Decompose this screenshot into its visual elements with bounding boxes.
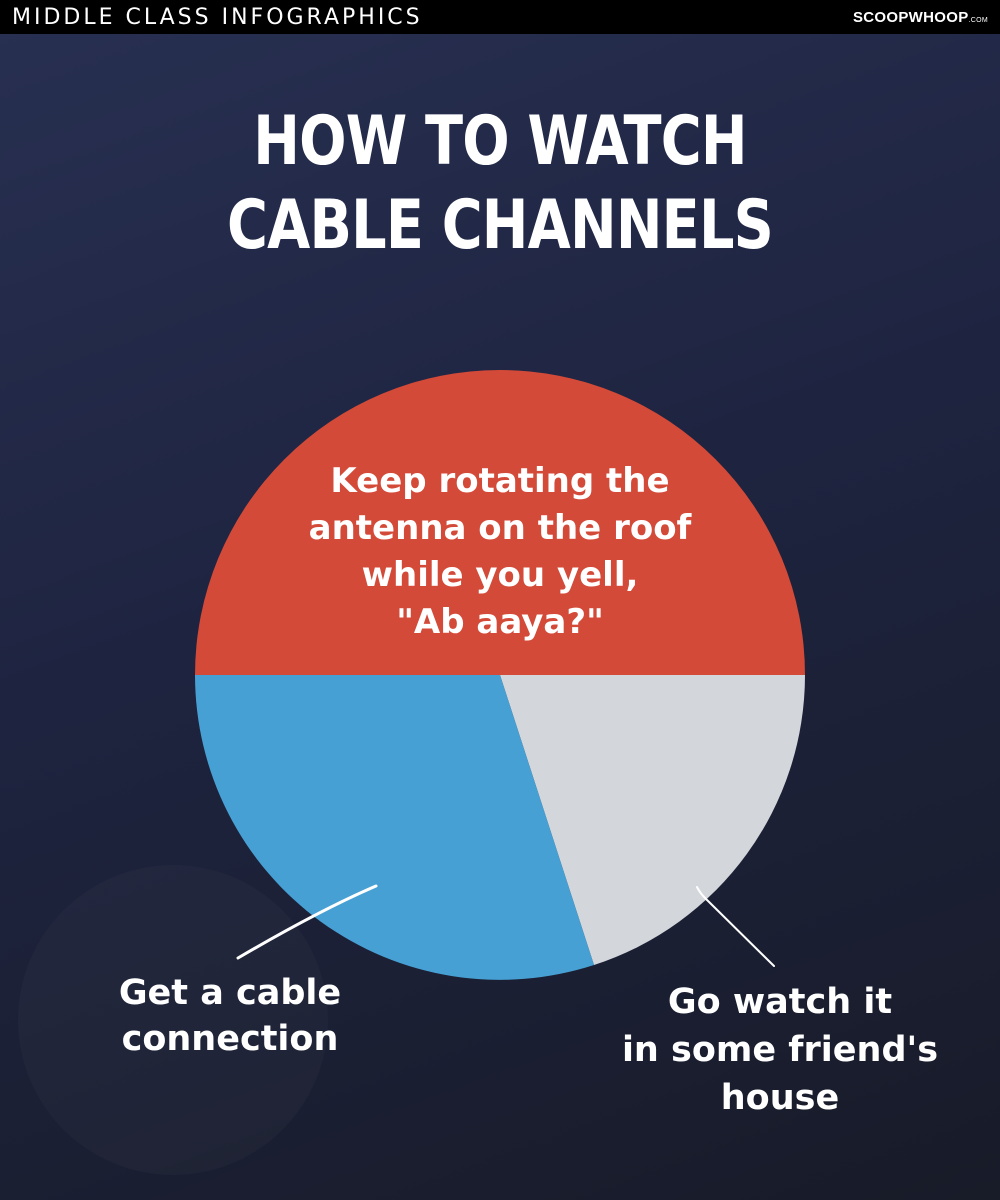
label-antenna-line-1: Keep rotating the [330, 461, 670, 501]
series-title: MIDDLE CLASS INFOGRAPHICS [12, 4, 423, 30]
label-friend-line-2: in some friend's [621, 1030, 939, 1070]
brand-name: SCOOPWHOOP [853, 8, 969, 26]
title-line-1: HOW TO WATCH [253, 102, 747, 181]
pie-slice-cable-connection [195, 675, 594, 980]
pie-slice-friends-house [500, 675, 805, 965]
header-bar: MIDDLE CLASS INFOGRAPHICS SCOOPWHOOP.COM [0, 0, 1000, 34]
label-antenna: Keep rotating the antenna on the roof wh… [250, 458, 750, 646]
brand-suffix: .COM [968, 16, 988, 24]
brand-logo: SCOOPWHOOP.COM [853, 9, 988, 26]
label-friend-line-3: house [720, 1078, 840, 1118]
label-cable-connection: Get a cable connection [90, 970, 370, 1062]
label-friends-house: Go watch it in some friend's house [590, 978, 970, 1122]
leader-line-blue [236, 884, 378, 960]
chart-title: HOW TO WATCH CABLE CHANNELS [90, 100, 910, 268]
label-friend-line-1: Go watch it [667, 982, 893, 1022]
leader-line-gray [696, 886, 775, 967]
title-line-2: CABLE CHANNELS [227, 186, 774, 265]
label-cable-line-2: connection [121, 1019, 339, 1059]
label-antenna-line-3: while you yell, [361, 555, 639, 595]
pie-slice-antenna [195, 370, 805, 675]
label-antenna-line-2: antenna on the roof [308, 508, 692, 548]
label-cable-line-1: Get a cable [118, 973, 342, 1013]
label-antenna-line-4: "Ab aaya?" [396, 602, 604, 642]
